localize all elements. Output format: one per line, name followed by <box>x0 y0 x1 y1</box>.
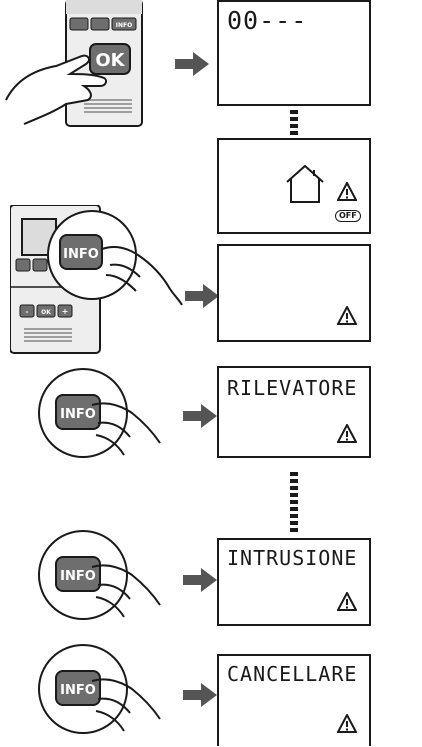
warning-triangle-icon <box>337 424 357 443</box>
remote-info-illustration: - OK + INFO <box>10 205 183 354</box>
house-icon <box>286 164 324 203</box>
svg-text:-: - <box>26 308 29 316</box>
info-press-illustration: INFO <box>38 368 161 458</box>
arrow-right-icon <box>183 404 217 428</box>
warning-triangle-icon <box>337 714 357 733</box>
svg-text:INFO: INFO <box>60 569 96 584</box>
svg-text:INFO: INFO <box>63 247 99 262</box>
svg-text:+: + <box>62 307 69 316</box>
lcd-text: 00--- <box>227 6 308 35</box>
lcd-text: CANCELLARE <box>227 662 358 686</box>
lcd-display-step-3 <box>217 244 371 342</box>
svg-text:OK: OK <box>41 309 51 316</box>
lcd-display-step-2: OFF <box>217 138 371 234</box>
off-badge: OFF <box>335 210 361 222</box>
warning-triangle-icon <box>337 592 357 611</box>
arrow-right-icon <box>183 568 217 592</box>
arrow-right-icon <box>183 683 217 707</box>
lcd-display-step-5: INTRUSIONE <box>217 538 371 626</box>
dashed-connector <box>290 472 298 532</box>
lcd-display-step-6: CANCELLARE <box>217 654 371 746</box>
svg-text:INFO: INFO <box>60 683 96 698</box>
arrow-right-icon <box>175 52 209 76</box>
lcd-display-step-1: 00--- <box>217 0 371 106</box>
svg-text:INFO: INFO <box>60 407 96 422</box>
dashed-connector <box>290 110 298 135</box>
warning-triangle-icon <box>337 182 357 201</box>
warning-triangle-icon <box>337 306 357 325</box>
svg-text:INFO: INFO <box>116 22 132 29</box>
lcd-display-step-4: RILEVATORE <box>217 366 371 458</box>
arrow-right-icon <box>185 284 219 308</box>
remote-ok-illustration: INFO OK <box>5 0 143 127</box>
lcd-text: RILEVATORE <box>227 376 358 400</box>
info-press-illustration: INFO <box>38 644 161 734</box>
info-press-illustration: INFO <box>38 530 161 620</box>
ok-key-label: OK <box>95 50 125 71</box>
lcd-text: INTRUSIONE <box>227 546 358 570</box>
